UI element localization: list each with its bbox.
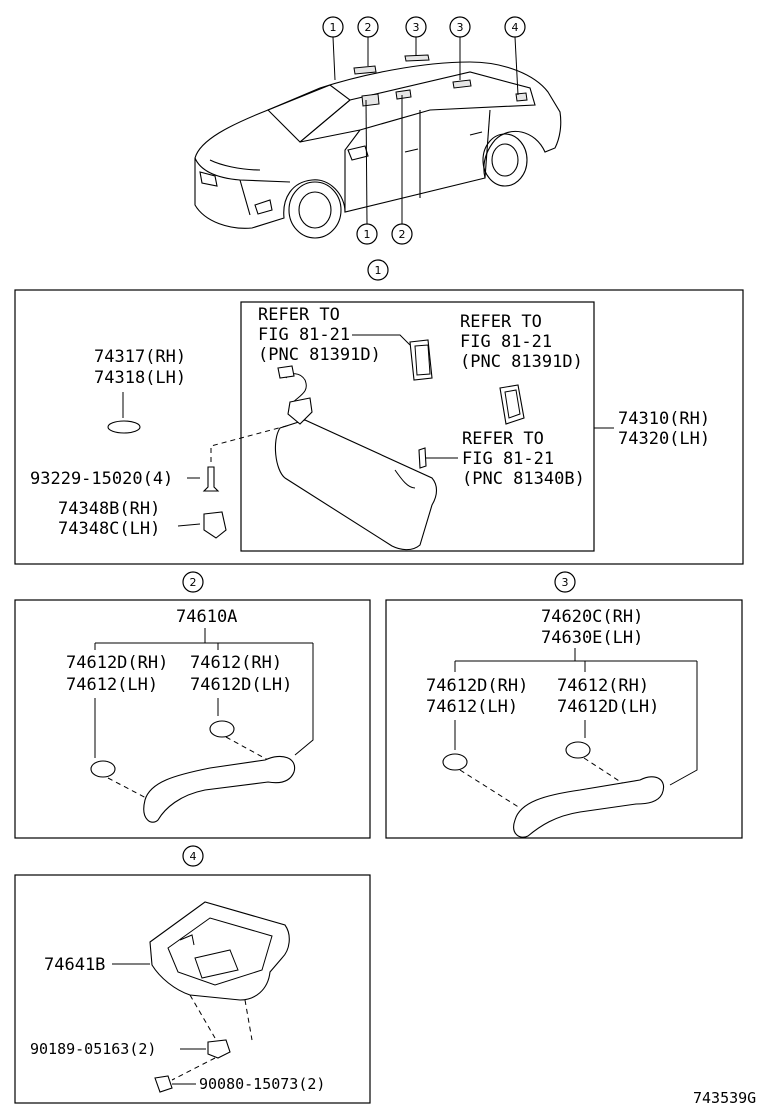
section-3-right-label-lh: 74612D(LH) <box>557 697 659 717</box>
callout-3-top-b: 3 <box>449 16 471 38</box>
section-2-assist-grip <box>143 755 296 823</box>
section-3-frame <box>385 599 743 839</box>
part-74348b-rh: 74348B(RH) <box>58 499 160 519</box>
section-3-assy-rh: 74620C(RH) <box>541 607 643 627</box>
part-90080: 90080-15073(2) <box>199 1075 325 1093</box>
section-3-left-label-rh: 74612D(RH) <box>426 676 528 696</box>
refer-a-line2: FIG 81-21 <box>258 325 350 345</box>
section-1-inner-frame <box>240 301 595 552</box>
part-74310-rh: 74310(RH) <box>618 409 710 429</box>
visor-connector <box>277 365 295 379</box>
section-2-left-label-rh: 74612D(RH) <box>66 653 168 673</box>
section-2-left-label-lh: 74612(LH) <box>66 675 158 695</box>
refer-c-line3: (PNC 81340B) <box>462 469 585 489</box>
sun-visor <box>274 419 438 551</box>
section-3-right-label-rh: 74612(RH) <box>557 676 649 696</box>
screw-90080-part <box>154 1075 173 1093</box>
svg-text:1: 1 <box>375 264 382 277</box>
section-3-cap-left <box>442 753 468 771</box>
section-2-frame <box>14 599 371 839</box>
svg-text:2: 2 <box>365 21 372 34</box>
section-2-right-label-rh: 74612(RH) <box>190 653 282 673</box>
callout-2-bottom: 2 <box>391 223 413 245</box>
callout-section-2: 2 <box>182 571 204 593</box>
svg-text:3: 3 <box>413 21 420 34</box>
clip-90189-part <box>207 1039 231 1059</box>
holder-part <box>203 511 227 539</box>
part-93229: 93229-15020(4) <box>30 469 173 489</box>
section-1-frame <box>14 289 744 565</box>
screw-part <box>202 466 220 492</box>
part-74348c-lh: 74348C(LH) <box>58 519 160 539</box>
section-2-right-label-lh: 74612D(LH) <box>190 675 292 695</box>
visor-holder <box>287 397 313 425</box>
part-74318-lh: 74318(LH) <box>94 368 186 388</box>
svg-text:2: 2 <box>399 228 406 241</box>
refer-b-line1: REFER TO <box>460 312 542 332</box>
storage-box-part <box>149 901 290 1001</box>
section-2-cap-left <box>90 760 116 778</box>
car-illustration <box>194 36 562 239</box>
section-3-assy-lh: 74630E(LH) <box>541 628 643 648</box>
svg-text:2: 2 <box>190 576 197 589</box>
svg-text:1: 1 <box>330 21 337 34</box>
callout-3-top-a: 3 <box>405 16 427 38</box>
section-4-frame <box>14 874 371 1104</box>
section-2-assy-label: 74610A <box>176 607 237 627</box>
section-3-assist-grip <box>513 776 664 838</box>
refer-c-line1: REFER TO <box>462 429 544 449</box>
callout-4-top: 4 <box>504 16 526 38</box>
section-3-cap-right <box>565 741 591 759</box>
svg-text:3: 3 <box>457 21 464 34</box>
part-74317-rh: 74317(RH) <box>94 347 186 367</box>
svg-text:4: 4 <box>512 21 519 34</box>
refer-a-line1: REFER TO <box>258 305 340 325</box>
svg-text:3: 3 <box>562 576 569 589</box>
refer-a-line3: (PNC 81391D) <box>258 345 381 365</box>
callout-1-bottom: 1 <box>356 223 378 245</box>
visor-cover-part <box>107 420 141 434</box>
svg-text:4: 4 <box>190 850 197 863</box>
part-74641b: 74641B <box>44 955 105 975</box>
callout-section-1: 1 <box>367 259 389 281</box>
callout-1-top: 1 <box>322 16 344 38</box>
callout-section-4: 4 <box>182 845 204 867</box>
refer-c-line2: FIG 81-21 <box>462 449 554 469</box>
svg-text:1: 1 <box>364 228 371 241</box>
part-74320-lh: 74320(LH) <box>618 429 710 449</box>
refer-b-line2: FIG 81-21 <box>460 332 552 352</box>
callout-2-top: 2 <box>357 16 379 38</box>
section-3-left-label-lh: 74612(LH) <box>426 697 518 717</box>
part-90189: 90189-05163(2) <box>30 1040 156 1058</box>
callout-section-3: 3 <box>554 571 576 593</box>
figure-code: 743539G <box>693 1089 756 1107</box>
section-2-cap-right <box>209 720 235 738</box>
clip-part-c <box>418 447 427 469</box>
refer-b-line3: (PNC 81391D) <box>460 352 583 372</box>
